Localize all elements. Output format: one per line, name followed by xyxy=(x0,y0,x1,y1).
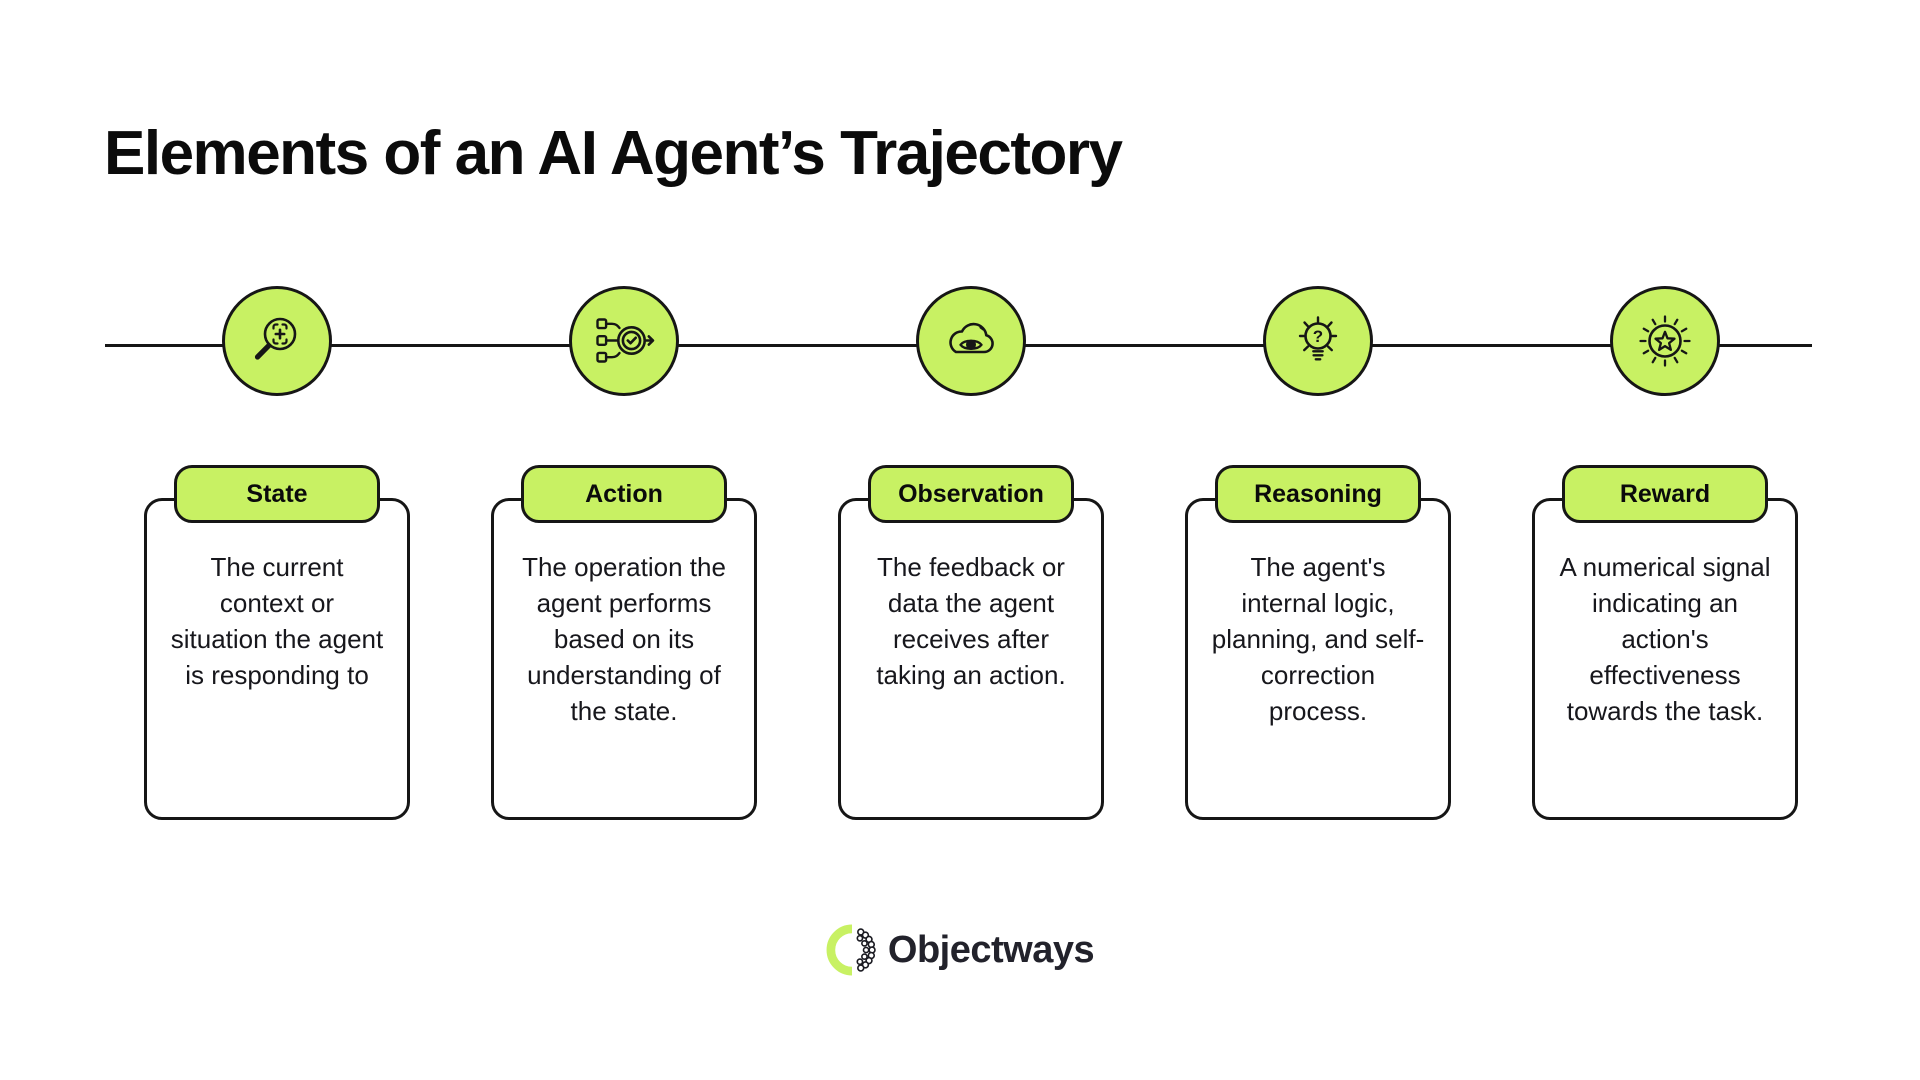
card-description-reasoning: The agent's internal logic, planning, an… xyxy=(1211,552,1425,726)
magnifier-scan-icon xyxy=(254,317,297,360)
card-description-state: The current context or situation the age… xyxy=(170,552,384,690)
card-label-state: State xyxy=(174,465,380,523)
card-description-action: The operation the agent performs based o… xyxy=(522,552,726,726)
lightbulb-question-icon: ? xyxy=(1298,316,1338,361)
card-description-observation: The feedback or data the agent receives … xyxy=(876,552,1066,690)
objectways-logo-mark-icon xyxy=(826,924,876,976)
cloud-eye-icon xyxy=(949,322,994,354)
process-check-arrow-icon xyxy=(596,318,655,363)
timeline-node-reward xyxy=(1610,286,1720,396)
star-rays-icon xyxy=(1639,315,1691,367)
page-title: Elements of an AI Agent’s Trajectory xyxy=(104,119,1123,188)
timeline-node-action xyxy=(569,286,679,396)
card-reasoning: Reasoning The agent's internal logic, pl… xyxy=(1185,465,1451,820)
card-state: State The current context or situation t… xyxy=(144,465,410,820)
card-label-observation: Observation xyxy=(868,465,1074,523)
card-label-reward: Reward xyxy=(1562,465,1768,523)
card-observation: Observation The feedback or data the age… xyxy=(838,465,1104,820)
brand-name: Objectways xyxy=(887,928,1095,971)
card-description-reward: A numerical signal indicating an action'… xyxy=(1559,552,1771,726)
svg-text:?: ? xyxy=(1313,327,1323,346)
timeline-node-observation xyxy=(916,286,1026,396)
timeline-node-state xyxy=(222,286,332,396)
card-action: Action The operation the agent performs … xyxy=(491,465,757,820)
card-reward: Reward A numerical signal indicating an … xyxy=(1532,465,1798,820)
footer: Objectways xyxy=(0,924,1920,976)
card-label-reasoning: Reasoning xyxy=(1215,465,1421,523)
timeline-node-reasoning: ? xyxy=(1263,286,1373,396)
card-label-action: Action xyxy=(521,465,727,523)
